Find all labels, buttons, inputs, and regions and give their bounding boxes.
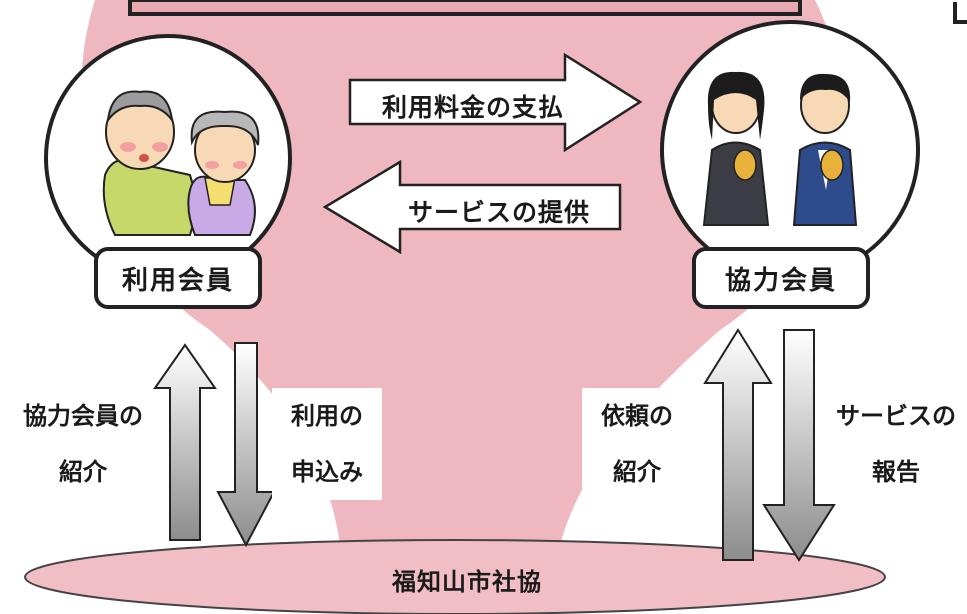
title-strip [128, 0, 802, 16]
council-ellipse [24, 539, 886, 614]
apply-use-label: 利用の 申込み [272, 388, 382, 500]
corner-bracket [953, 2, 967, 24]
service-report-line2: 報告 [872, 458, 920, 486]
apply-use-arrow [216, 342, 276, 548]
service-report-line1: サービスの [836, 402, 956, 430]
service-provision-label: サービスの提供 [408, 198, 591, 227]
apply-use-line2: 申込み [291, 458, 363, 486]
service-report-label: サービスの 報告 [826, 388, 966, 500]
apply-use-line1: 利用の [291, 402, 363, 430]
council-label: 福知山市社協 [392, 568, 542, 596]
introduce-request-arrow [703, 328, 773, 561]
elderly-couple-icon [102, 90, 260, 236]
introduce-cooperator-label: 協力会員の 紹介 [8, 388, 158, 500]
cooperating-member-label: 協力会員 [692, 247, 870, 309]
service-report-arrow [762, 329, 836, 562]
service-provision-arrow [322, 159, 622, 255]
introduce-request-line1: 依頼の [601, 402, 673, 430]
user-member-label: 利用会員 [94, 247, 262, 309]
introduce-cooperator-arrow [153, 343, 217, 541]
introduce-cooperator-line1: 協力会員の [23, 402, 143, 430]
business-people-icon [702, 71, 858, 226]
introduce-request-line2: 紹介 [613, 458, 661, 486]
payment-arrow [348, 52, 643, 153]
introduce-request-label: 依頼の 紹介 [582, 388, 692, 500]
cooperating-member-circle [660, 20, 920, 280]
payment-label: 利用料金の支払 [382, 93, 565, 122]
introduce-cooperator-line2: 紹介 [59, 458, 107, 486]
